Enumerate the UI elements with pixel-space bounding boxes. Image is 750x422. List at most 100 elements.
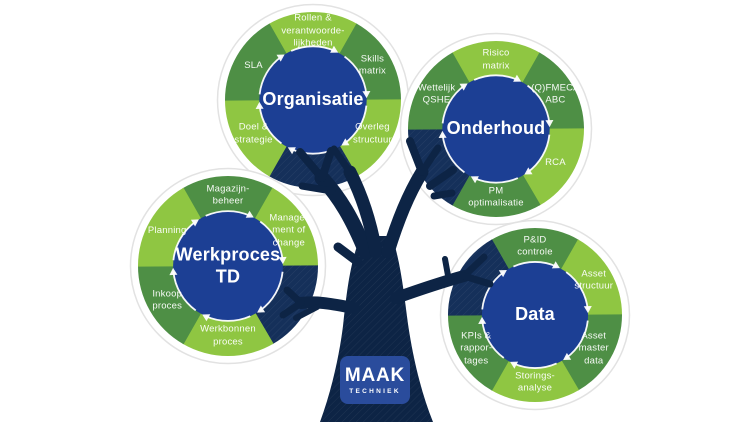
cycle-arrow-arc bbox=[259, 220, 284, 261]
tree-branch bbox=[426, 166, 457, 190]
cycle-arrow-arc bbox=[527, 134, 551, 174]
segment-organisatie-2 bbox=[339, 99, 402, 177]
tree-branch bbox=[298, 182, 336, 195]
tree-branch bbox=[381, 165, 429, 259]
cycle-arrowhead bbox=[202, 314, 211, 322]
segment-onderhoud-5 bbox=[407, 52, 470, 130]
cycle-arrow-arc bbox=[473, 74, 519, 81]
segment-onderhoud-1 bbox=[522, 52, 585, 130]
segment-data-2 bbox=[560, 314, 623, 391]
tree-branch bbox=[333, 242, 363, 267]
cycle-arrowhead bbox=[438, 130, 447, 138]
tree-branch bbox=[460, 272, 494, 288]
segment-organisatie-1 bbox=[339, 23, 402, 101]
cycle-arrow-arc bbox=[527, 84, 551, 124]
cycle-arrowhead bbox=[470, 176, 479, 184]
wheel-center-onderhoud bbox=[442, 75, 550, 183]
tree-branch bbox=[296, 148, 326, 182]
cycle-arrowhead bbox=[478, 316, 487, 324]
cycle-arrow-arc bbox=[565, 320, 589, 359]
wheels-group bbox=[129, 3, 631, 411]
segment-organisatie-4 bbox=[224, 99, 287, 177]
cycle-arrowhead bbox=[245, 210, 254, 218]
logo-techniek-text: TECHNIEK bbox=[349, 387, 401, 395]
cycle-arrowhead bbox=[510, 361, 519, 369]
cycle-arrow-arc bbox=[205, 210, 251, 217]
cycle-arrow-arc bbox=[441, 84, 465, 124]
cycle-arrow-arc bbox=[473, 177, 519, 184]
wheel-organisatie bbox=[216, 3, 410, 197]
segment-organisatie-5 bbox=[224, 23, 287, 101]
cycle-arrow-arc bbox=[258, 105, 282, 145]
segment-data-1 bbox=[560, 239, 623, 316]
tree-branch bbox=[293, 304, 320, 321]
tree-branch bbox=[295, 296, 360, 314]
logo-maak-text: MAAK bbox=[344, 364, 406, 386]
cycle-arrowhead bbox=[563, 352, 572, 360]
tree-branch bbox=[318, 147, 335, 182]
cycle-arrow-arc bbox=[205, 315, 251, 322]
cycle-arrowhead bbox=[278, 256, 287, 265]
cycle-arrowhead bbox=[169, 267, 178, 276]
cycle-arrow-arc bbox=[344, 105, 368, 145]
wheel-center-data bbox=[481, 261, 589, 369]
wheel-center-werkproces-td bbox=[173, 211, 283, 321]
cycle-arrow-arc bbox=[481, 320, 505, 359]
cycle-arrowhead bbox=[362, 91, 371, 99]
cycle-arrowhead bbox=[459, 83, 468, 91]
tree-branch bbox=[390, 270, 470, 304]
cycle-arrowhead bbox=[524, 167, 533, 175]
cycle-arrow-arc bbox=[344, 55, 368, 95]
segment-werkproces-td-5 bbox=[137, 187, 202, 267]
segment-werkproces-td-3 bbox=[182, 312, 274, 357]
cycle-arrow-arc bbox=[172, 271, 197, 312]
wheel-werkproces-td bbox=[129, 167, 327, 365]
cycle-arrow-arc bbox=[441, 134, 465, 174]
segment-onderhoud-3 bbox=[451, 174, 541, 217]
segment-onderhoud-0 bbox=[451, 41, 541, 84]
segment-organisatie-0 bbox=[268, 12, 358, 55]
wheel-data bbox=[439, 219, 631, 411]
cycle-arrowhead bbox=[276, 54, 285, 62]
cycle-arrowhead bbox=[330, 45, 339, 53]
cycle-arrow-arc bbox=[513, 261, 557, 268]
segment-texture bbox=[254, 265, 319, 345]
segment-data-3 bbox=[490, 360, 580, 402]
segment-texture bbox=[407, 128, 470, 206]
cycle-arrow-arc bbox=[259, 271, 284, 312]
tree-branch bbox=[330, 145, 354, 176]
tree-branch bbox=[460, 253, 488, 280]
cycle-arrowhead bbox=[341, 138, 350, 146]
cycle-arrow-arc bbox=[172, 220, 197, 261]
tree-branch bbox=[430, 189, 456, 200]
tree-branch bbox=[418, 144, 442, 176]
segment-werkproces-td-4 bbox=[137, 265, 202, 345]
segment-werkproces-td-1 bbox=[254, 187, 319, 267]
cycle-arrowhead bbox=[545, 120, 554, 128]
cycle-arrowhead bbox=[551, 261, 560, 269]
segment-data-4 bbox=[447, 314, 510, 391]
cycle-arrow-arc bbox=[513, 362, 557, 369]
tree-branch bbox=[314, 170, 374, 260]
cycle-arrowhead bbox=[257, 305, 266, 313]
cycle-arrowhead bbox=[498, 270, 507, 278]
tree-branch bbox=[442, 256, 452, 284]
cycle-arrow-arc bbox=[481, 271, 505, 310]
wheel-center-organisatie bbox=[259, 46, 367, 154]
cycle-arrowhead bbox=[255, 101, 264, 109]
cycle-arrowhead bbox=[583, 306, 592, 314]
segment-werkproces-td-0 bbox=[182, 175, 274, 220]
cycle-arrow-arc bbox=[290, 45, 336, 52]
segment-data-0 bbox=[490, 228, 580, 270]
tree-branch bbox=[279, 299, 305, 319]
wheel-onderhoud bbox=[399, 32, 593, 226]
cycle-arrow-arc bbox=[565, 271, 589, 310]
maak-techniek-logo: MAAK TECHNIEK bbox=[340, 356, 410, 404]
cycle-arrow-arc bbox=[258, 55, 282, 95]
cycle-arrowhead bbox=[190, 219, 199, 227]
tree-branch bbox=[406, 137, 426, 176]
segment-onderhoud-2 bbox=[522, 128, 585, 206]
tree-branch bbox=[343, 165, 383, 259]
